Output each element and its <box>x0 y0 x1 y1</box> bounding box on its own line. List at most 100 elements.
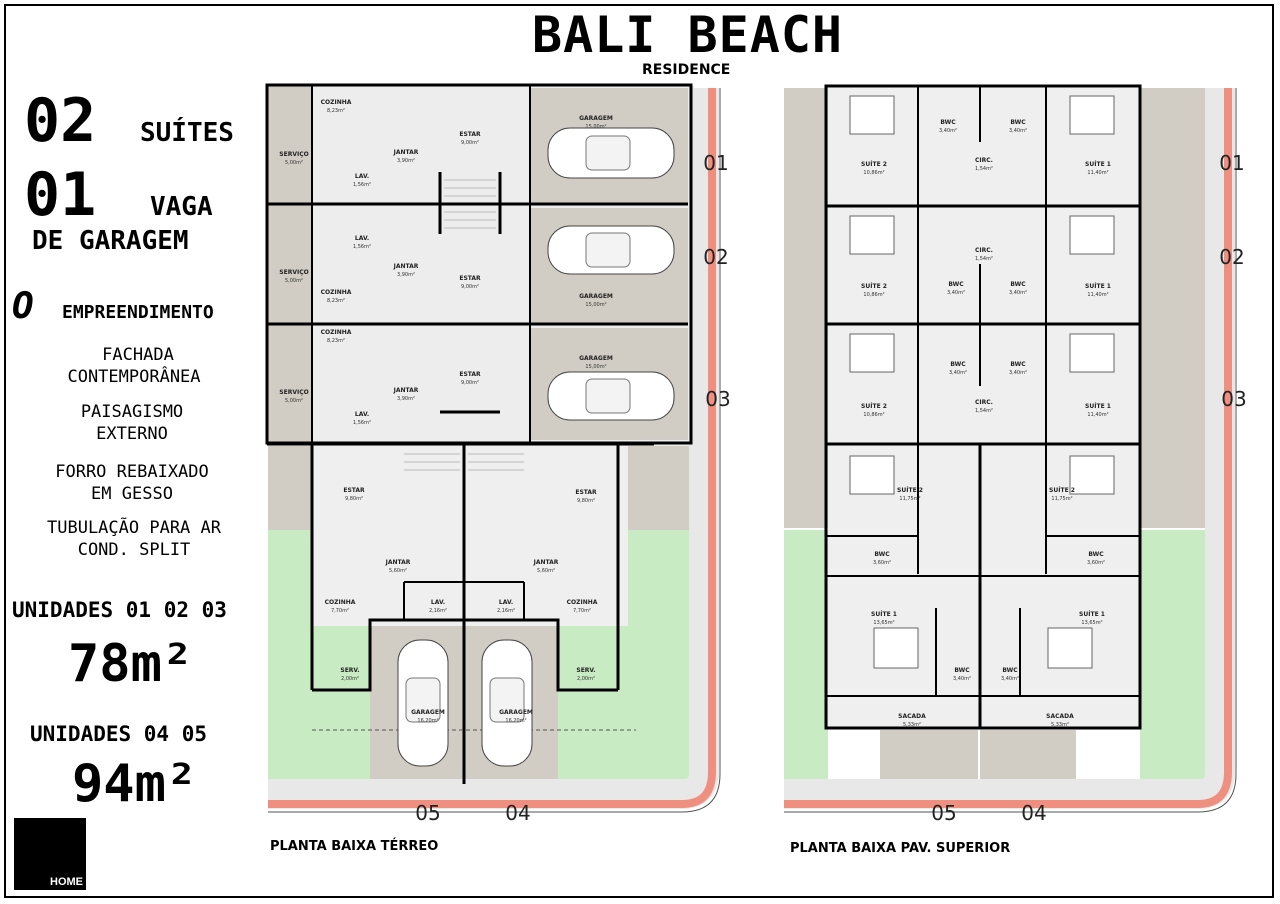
up-area-bwc-2a: 3,40m² <box>947 290 965 296</box>
up-label-suite2-3: SUÍTE 2 <box>861 402 887 410</box>
label-cozinha-1: COZINHA <box>321 99 352 106</box>
home-logo-text: HOME <box>50 876 83 888</box>
up-label-circ-1: CIRC. <box>975 157 993 164</box>
ground-floor-caption: PLANTA BAIXA TÉRREO <box>270 839 439 854</box>
label-lav-4: LAV. <box>499 599 513 606</box>
unit-number-04: 04 <box>505 801 530 825</box>
up-label-suite2-5: SUÍTE 2 <box>897 486 923 494</box>
up-area-bwc-3a: 3,40m² <box>949 370 967 376</box>
area-servico-1: 5,00m² <box>285 160 303 166</box>
area-cozinha-5: 7,70m² <box>331 608 349 614</box>
up-label-bwc-5b: BWC <box>954 667 970 674</box>
up-area-bwc-5b: 3,40m² <box>953 676 971 682</box>
suites-label: SUÍTES <box>140 118 234 148</box>
upper-paving-right <box>1140 88 1214 528</box>
upper-lawn-left <box>784 530 828 780</box>
up-unit-number-03: 03 <box>1221 387 1246 411</box>
label-cozinha-5: COZINHA <box>325 599 356 606</box>
upper-street-vertical <box>784 88 1235 809</box>
label-garagem-2: GARAGEM <box>579 293 613 300</box>
feature-facade-2: CONTEMPORÂNEA <box>67 367 201 387</box>
label-cozinha-3: COZINHA <box>321 329 352 336</box>
up-area-suite1-2: 11,40m² <box>1087 292 1108 298</box>
side-paving-lower <box>268 446 312 530</box>
ground-floor-plan: COZINHA 8,23m² SERVIÇO 5,00m² JANTAR 3,9… <box>265 83 731 825</box>
up-area-circ-1: 1,54m² <box>975 166 993 172</box>
suites-count: 02 <box>24 86 97 156</box>
up-label-bwc-4b: BWC <box>1002 667 1018 674</box>
label-jantar-1: JANTAR <box>393 149 419 156</box>
up-label-suite1-2: SUÍTE 1 <box>1085 282 1111 290</box>
upper-floor-plan: SUÍTE 2 10,86m² SUÍTE 1 11,40m² BWC 3,40… <box>784 84 1247 825</box>
feature-ac-2: COND. SPLIT <box>77 540 191 560</box>
street-line <box>268 88 716 808</box>
unit-number-03: 03 <box>705 387 730 411</box>
feature-ac-1: TUBULAÇÃO PARA AR <box>47 518 221 538</box>
wall-lower-frame <box>312 618 618 692</box>
up-unit-number-02: 02 <box>1219 245 1244 269</box>
label-cozinha-4: COZINHA <box>567 599 598 606</box>
label-estar-4: ESTAR <box>575 489 597 496</box>
up-label-bwc-3a: BWC <box>950 361 966 368</box>
up-label-circ-3: CIRC. <box>975 399 993 406</box>
up-label-bwc-1b: BWC <box>1010 119 1026 126</box>
units-b-area: 94m² <box>72 754 198 814</box>
area-cozinha-2: 8,23m² <box>327 298 345 304</box>
unit-number-05: 05 <box>415 801 440 825</box>
label-serv-5: SERV. <box>340 667 359 674</box>
feature-facade-1: FACHADA <box>102 345 174 365</box>
label-jantar-3: JANTAR <box>393 387 419 394</box>
side-paving <box>268 86 312 442</box>
feature-ceiling-2: EM GESSO <box>91 484 173 504</box>
area-jantar-5: 5,60m² <box>389 568 407 574</box>
car-1 <box>547 127 675 179</box>
up-area-bwc-2b: 3,40m² <box>1009 290 1027 296</box>
area-cozinha-1: 8,23m² <box>327 108 345 114</box>
up-area-bwc-5a: 3,60m² <box>873 560 891 566</box>
up-label-suite2-2: SUÍTE 2 <box>861 282 887 290</box>
up-label-sacada-5: SACADA <box>898 713 926 720</box>
car-4 <box>397 639 449 767</box>
label-garagem-5: GARAGEM <box>411 709 445 716</box>
upper-street-line <box>784 88 1232 808</box>
upper-paving-bottom-1 <box>880 730 978 780</box>
up-label-suite2-4: SUÍTE 2 <box>1049 486 1075 494</box>
area-jantar-4: 5,60m² <box>537 568 555 574</box>
up-label-bwc-5a: BWC <box>874 551 890 558</box>
up-label-suite1-3: SUÍTE 1 <box>1085 402 1111 410</box>
area-garagem-2: 15,00m² <box>585 302 606 308</box>
units-a-label: UNIDADES 01 02 03 <box>12 598 227 622</box>
up-area-suite2-2: 10,86m² <box>863 292 884 298</box>
car-2 <box>547 225 675 275</box>
unit-number-02: 02 <box>703 245 728 269</box>
area-estar-1: 9,00m² <box>461 140 479 146</box>
up-unit-number-01: 01 <box>1219 151 1244 175</box>
label-estar-1: ESTAR <box>459 131 481 138</box>
label-garagem-4: GARAGEM <box>499 709 533 716</box>
sheet-border <box>4 4 1274 898</box>
up-area-suite1-5: 13,65m² <box>873 620 894 626</box>
area-servico-2: 5,00m² <box>285 278 303 284</box>
up-label-bwc-3b: BWC <box>1010 361 1026 368</box>
area-jantar-3: 3,90m² <box>397 396 415 402</box>
parking-label-1: VAGA <box>150 192 213 222</box>
up-area-bwc-1a: 3,40m² <box>939 128 957 134</box>
label-cozinha-2: COZINHA <box>321 289 352 296</box>
label-garagem-3: GARAGEM <box>579 355 613 362</box>
up-area-bwc-3b: 3,40m² <box>1009 370 1027 376</box>
area-garagem-1: 15,00m² <box>585 124 606 130</box>
page-title: BALI BEACH <box>532 6 844 64</box>
upper-paving-left <box>784 88 828 528</box>
up-label-suite2-1: SUÍTE 2 <box>861 160 887 168</box>
units-a-area: 78m² <box>68 634 194 694</box>
up-label-suite1-4: SUÍTE 1 <box>1079 610 1105 618</box>
up-area-suite2-4: 11,75m² <box>1051 496 1072 502</box>
street-vertical <box>268 88 719 809</box>
bed-icons <box>849 95 1115 669</box>
label-lav-3: LAV. <box>355 411 369 418</box>
label-estar-2: ESTAR <box>459 275 481 282</box>
area-estar-4: 9,80m² <box>577 498 595 504</box>
up-label-sacada-4: SACADA <box>1046 713 1074 720</box>
up-label-suite1-1: SUÍTE 1 <box>1085 160 1111 168</box>
feature-landscape-1: PAISAGISMO <box>80 402 184 422</box>
